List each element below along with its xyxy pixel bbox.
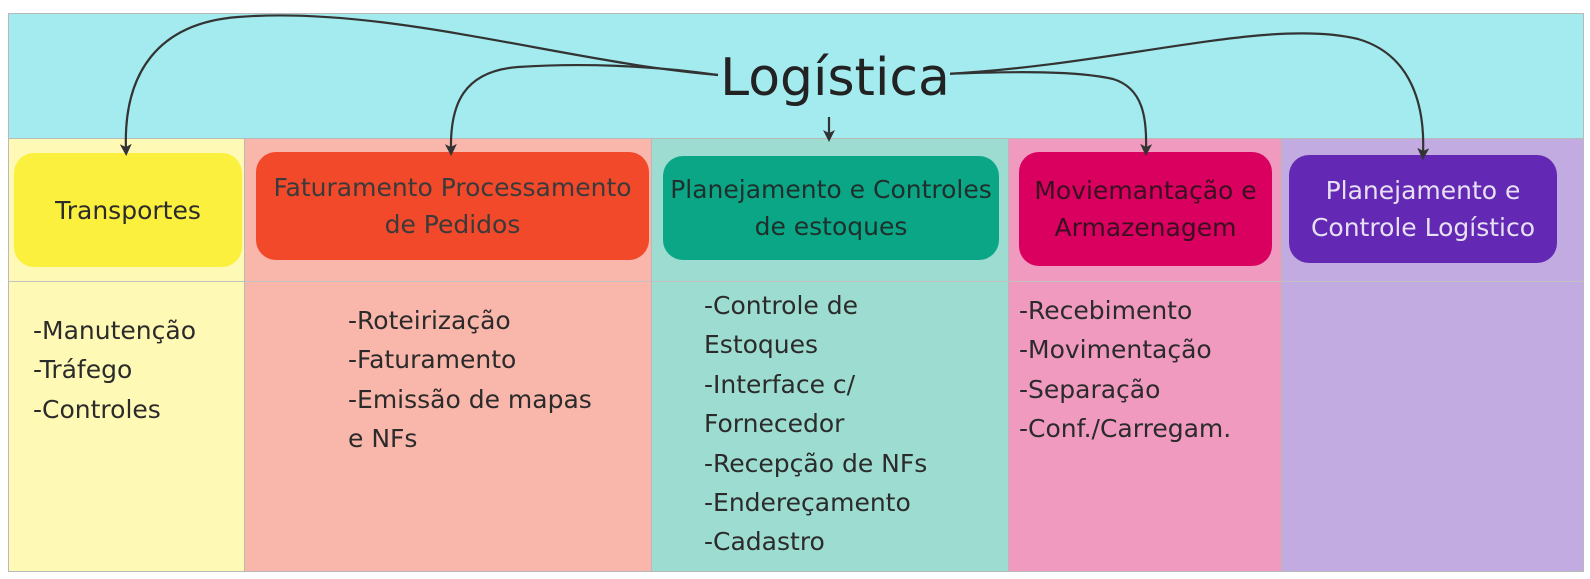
list-item: -Recepção de NFs [704, 448, 928, 478]
arrow-to-armazenagem [944, 71, 1153, 156]
list-item: -Recebimento [1019, 296, 1193, 325]
row-separator [1009, 281, 1281, 282]
list-item: -Faturamento [348, 345, 517, 375]
arrow-to-transportes [119, 14, 719, 156]
row-separator [1282, 281, 1583, 282]
list-item: -Emissão de mapas [348, 384, 592, 414]
list-faturamento: -Roteirização -Faturamento -Emissão de map… [348, 301, 592, 459]
arrow-to-faturamento [444, 63, 719, 156]
list-item: -Manutenção [33, 316, 196, 345]
arrow-to-logistico [944, 32, 1430, 160]
card-transportes[interactable]: Transportes [14, 153, 242, 267]
list-item: -Interface c/ [704, 369, 856, 399]
card-armazenagem[interactable]: Moviemantação e Armazenagem [1019, 152, 1272, 266]
list-transportes: -Manutenção -Tráfego -Controles [33, 311, 196, 429]
list-item: Fornecedor [704, 409, 845, 439]
list-item: Estoques [704, 330, 819, 360]
list-item: -Roteirização [348, 306, 511, 335]
card-faturamento[interactable]: Faturamento Processamento de Pedidos [256, 152, 649, 260]
connector-arrows [119, 14, 1430, 160]
list-item: -Movimentação [1019, 335, 1212, 365]
list-item: -Controle de [704, 291, 858, 320]
list-estoques: -Controle de Estoques -Interface c/Fornece… [704, 286, 927, 562]
list-item: e NFs [348, 424, 418, 454]
row-separator [652, 281, 1008, 282]
list-item: -Cadastro [704, 527, 825, 557]
list-item: -Controles [33, 394, 161, 424]
list-item: -Separação [1019, 374, 1161, 404]
logistics-diagram: Transportes Faturamento Processamento de… [8, 13, 1584, 572]
list-item: -Endereçamento [704, 488, 911, 518]
row-separator [245, 281, 651, 282]
list-item: -Conf./Carregam. [1019, 414, 1232, 444]
list-item: -Tráfego [33, 355, 133, 385]
row-separator [9, 281, 244, 282]
list-armazenagem: -Recebimento -Movimentação -Separação -Conf… [1019, 291, 1231, 449]
diagram-title: Logística [720, 43, 950, 113]
card-logistico[interactable]: Planejamento e Controle Logístico [1289, 155, 1557, 263]
card-estoques[interactable]: Planejamento e Controles de estoques [663, 156, 999, 260]
